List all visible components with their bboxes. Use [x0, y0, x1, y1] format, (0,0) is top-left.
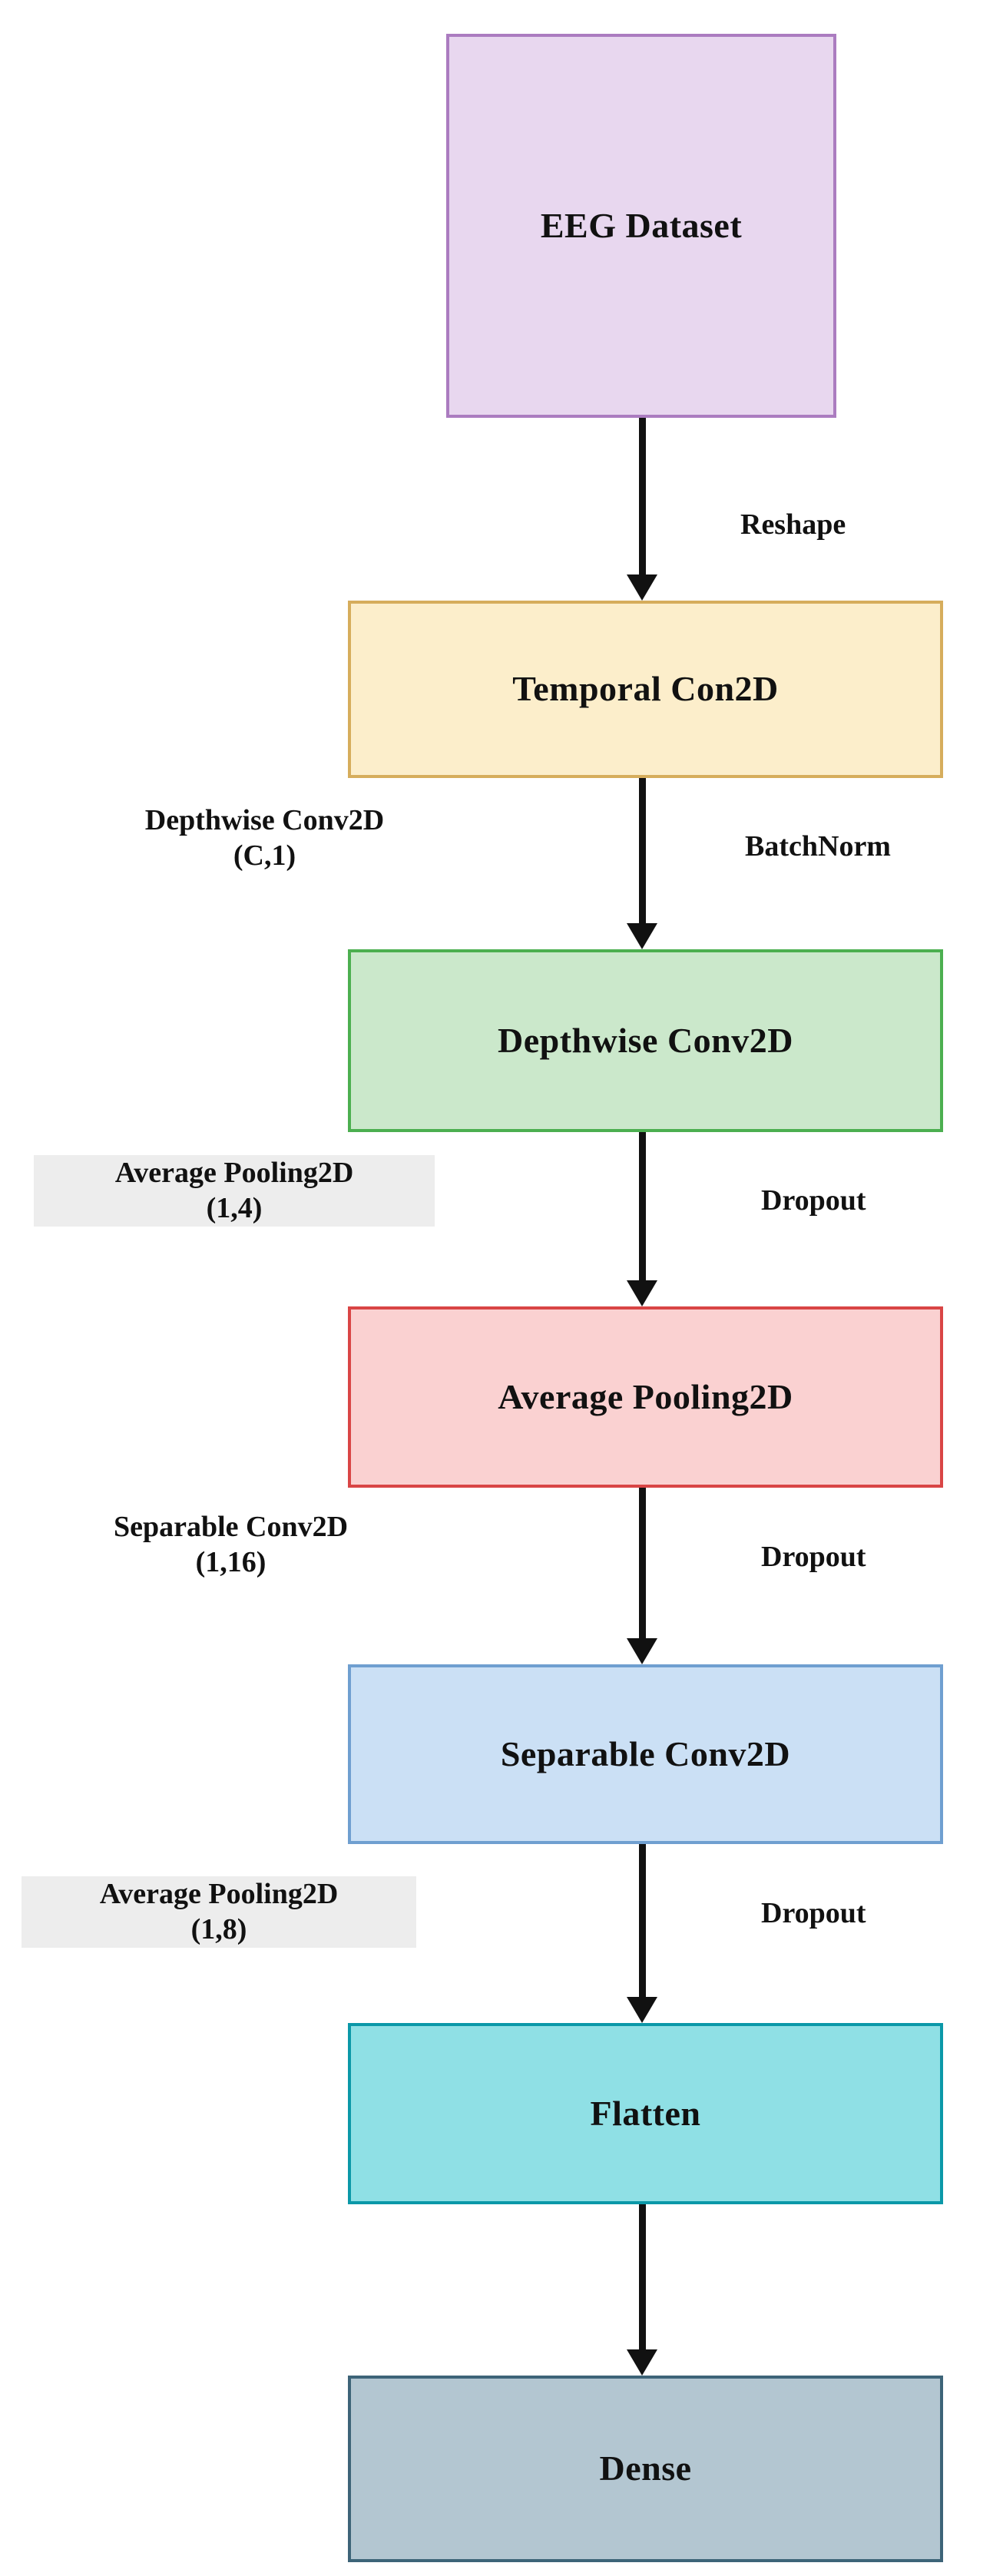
label-batchnorm: BatchNorm: [745, 829, 891, 864]
label-average-pooling2d-1-8-line-1: Average Pooling2D: [99, 1878, 339, 1910]
node-dense[interactable]: Dense: [348, 2376, 943, 2562]
node-temporal-conv2d[interactable]: Temporal Con2D: [348, 601, 943, 778]
arrow-head-icon: [627, 2349, 657, 2376]
node-label-temporal-conv2d: Temporal Con2D: [512, 669, 779, 709]
label-reshape-line-1: Reshape: [740, 508, 846, 541]
arrow-head-icon: [627, 1997, 657, 2023]
edge-temporal-to-depthwise: [619, 778, 665, 949]
node-flatten[interactable]: Flatten: [348, 2023, 943, 2204]
edge-depthwise-to-pooling: [619, 1132, 665, 1306]
arrow-head-icon: [627, 1638, 657, 1664]
node-label-depthwise-conv2d: Depthwise Conv2D: [498, 1020, 793, 1060]
arrow-head-icon: [627, 574, 657, 601]
arrow-head-icon: [627, 1280, 657, 1306]
edge-pooling-to-separable: [619, 1488, 665, 1664]
arrow-stem: [638, 1488, 646, 1641]
arrow-stem: [638, 2204, 646, 2353]
node-depthwise-conv2d[interactable]: Depthwise Conv2D: [348, 949, 943, 1132]
arrow-stem: [638, 418, 646, 578]
label-dropout-2-line-1: Dropout: [761, 1541, 866, 1573]
label-reshape: Reshape: [740, 507, 846, 542]
label-dropout-3-line-1: Dropout: [761, 1897, 866, 1929]
node-label-average-pooling2d: Average Pooling2D: [498, 1376, 793, 1416]
arrow-stem: [638, 1844, 646, 2000]
arrow-stem: [638, 1132, 646, 1283]
label-separable-conv2d-params-line-2: (1,16): [195, 1546, 266, 1579]
node-label-flatten: Flatten: [590, 2093, 701, 2133]
edge-eeg-to-temporal: [619, 418, 665, 601]
label-batchnorm-line-1: BatchNorm: [745, 830, 891, 863]
label-average-pooling2d-1-4: Average Pooling2D(1,4): [34, 1155, 435, 1227]
node-label-eeg-dataset: EEG Dataset: [540, 205, 743, 245]
label-separable-conv2d-params: Separable Conv2D(1,16): [22, 1509, 440, 1581]
node-average-pooling2d[interactable]: Average Pooling2D: [348, 1306, 943, 1488]
label-average-pooling2d-1-8: Average Pooling2D(1,8): [22, 1876, 416, 1948]
edge-flatten-to-dense: [619, 2204, 665, 2376]
label-dropout-3: Dropout: [761, 1896, 866, 1931]
label-depthwise-conv2d-params: Depthwise Conv2D(C,1): [55, 803, 474, 874]
node-separable-conv2d[interactable]: Separable Conv2D: [348, 1664, 943, 1844]
label-average-pooling2d-1-4-line-1: Average Pooling2D: [114, 1157, 354, 1189]
node-label-dense: Dense: [599, 2449, 692, 2488]
label-average-pooling2d-1-8-line-2: (1,8): [190, 1913, 247, 1946]
label-average-pooling2d-1-4-line-2: (1,4): [206, 1192, 263, 1225]
edge-separable-to-flatten: [619, 1844, 665, 2023]
arrow-stem: [638, 778, 646, 926]
label-dropout-1-line-1: Dropout: [761, 1184, 866, 1217]
label-depthwise-conv2d-params-line-2: (C,1): [233, 839, 296, 872]
label-dropout-1: Dropout: [761, 1183, 866, 1218]
label-dropout-2: Dropout: [761, 1539, 866, 1574]
node-eeg-dataset[interactable]: EEG Dataset: [446, 34, 836, 418]
label-separable-conv2d-params-line-1: Separable Conv2D: [113, 1511, 349, 1543]
arrow-head-icon: [627, 923, 657, 949]
node-label-separable-conv2d: Separable Conv2D: [500, 1733, 791, 1773]
label-depthwise-conv2d-params-line-1: Depthwise Conv2D: [144, 804, 385, 836]
